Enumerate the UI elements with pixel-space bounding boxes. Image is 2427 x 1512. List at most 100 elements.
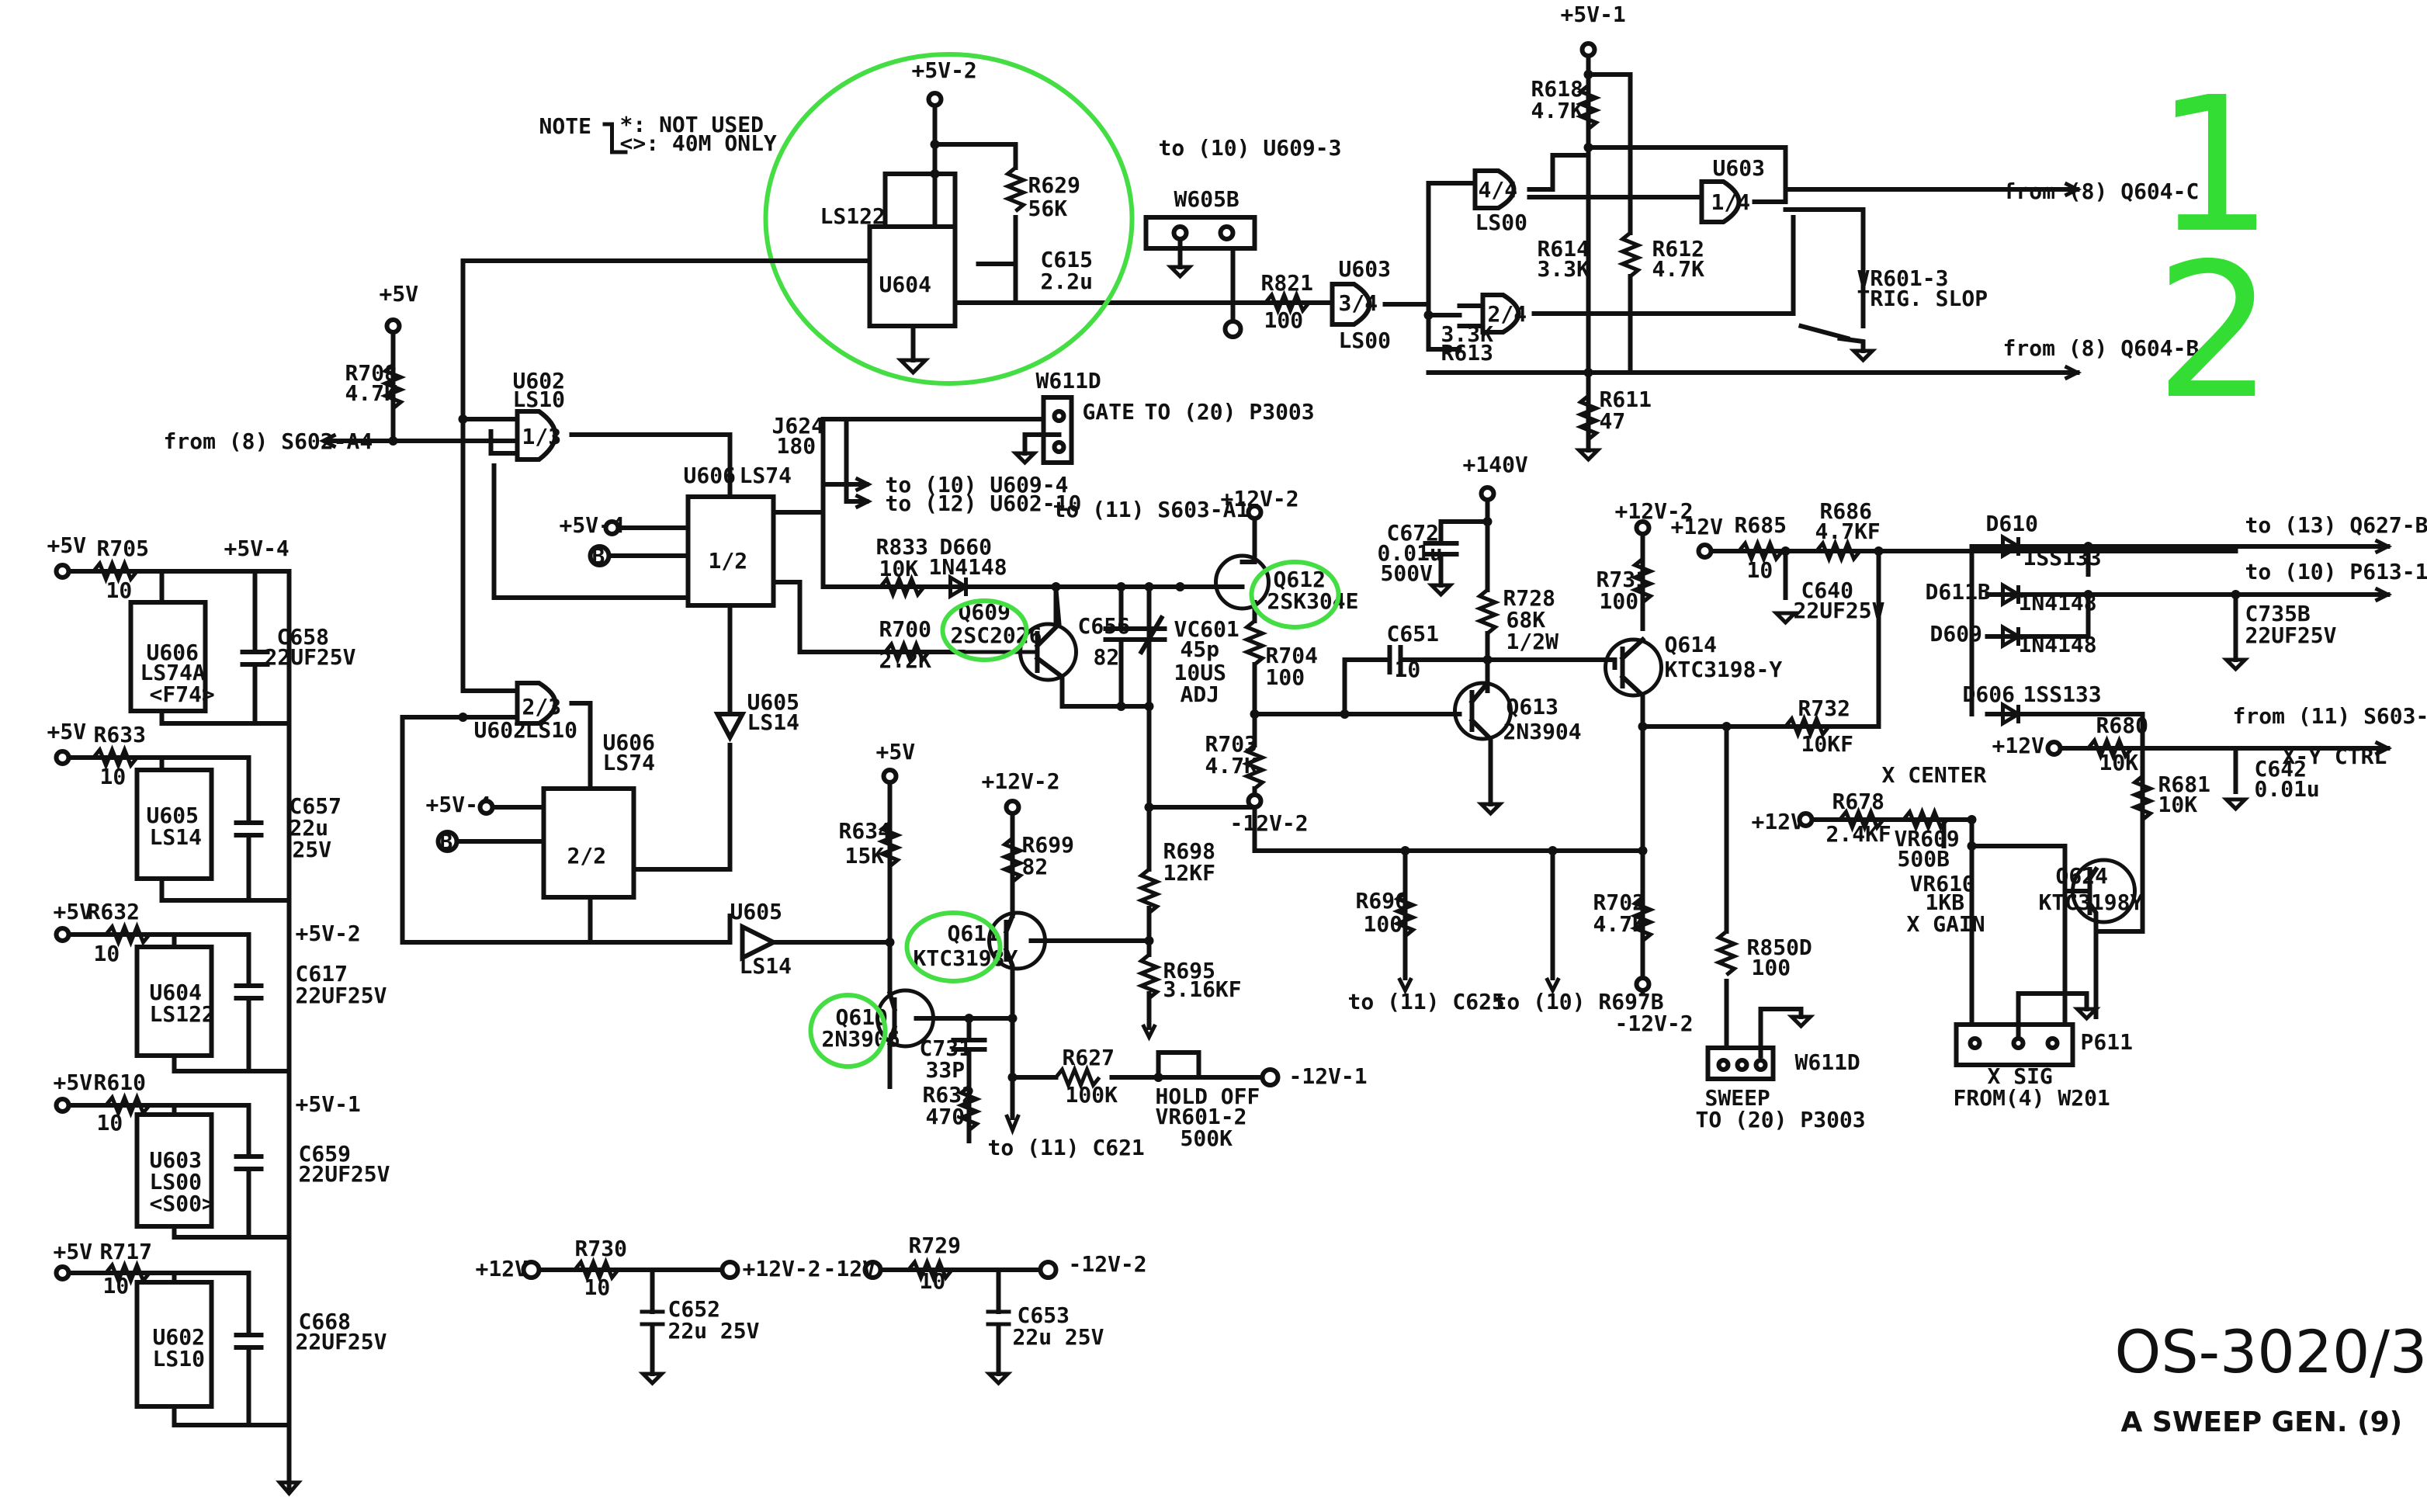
svg-text:R618: R618 <box>1531 76 1583 102</box>
svg-text:TO (20) P3003: TO (20) P3003 <box>1145 399 1315 425</box>
svg-text:VR601-2: VR601-2 <box>1156 1104 1247 1129</box>
svg-text:1N4148: 1N4148 <box>2019 632 2097 657</box>
svg-text:4.7K: 4.7K <box>345 380 398 406</box>
svg-text:KTC3198-Y: KTC3198-Y <box>1665 657 1783 682</box>
svg-text:+140V: +140V <box>1463 452 1528 477</box>
svg-text:22UF25V: 22UF25V <box>2245 622 2337 648</box>
svg-text:<S00>: <S00> <box>150 1191 215 1216</box>
svg-text:R611: R611 <box>1600 387 1652 412</box>
svg-text:P611: P611 <box>2081 1029 2133 1055</box>
svg-text:R708: R708 <box>345 360 397 386</box>
label-p5v2: +5V-2 <box>912 57 977 83</box>
svg-text:R850D: R850D <box>1747 935 1812 960</box>
svg-text:from (8) Q604-B: from (8) Q604-B <box>2003 335 2200 361</box>
svg-text:C617: C617 <box>296 961 348 987</box>
svg-text:D611B: D611B <box>1926 579 1991 605</box>
svg-text:100: 100 <box>1266 664 1305 690</box>
svg-text:3.3K: 3.3K <box>1441 321 1494 347</box>
svg-text:GATE: GATE <box>1083 399 1135 425</box>
svg-text:U604: U604 <box>150 980 202 1005</box>
svg-text:U602: U602 <box>513 368 565 394</box>
svg-text:10: 10 <box>920 1268 946 1294</box>
svg-text:D610: D610 <box>1986 511 2038 536</box>
svg-text:C615: C615 <box>1041 247 1093 272</box>
svg-text:22u 25V: 22u 25V <box>1013 1324 1104 1350</box>
svg-text:1/2: 1/2 <box>709 548 748 574</box>
svg-text:VC601: VC601 <box>1174 616 1240 642</box>
svg-text:R717: R717 <box>100 1239 152 1264</box>
svg-text:+12V: +12V <box>1671 514 1724 539</box>
svg-text:Q614: Q614 <box>1665 632 1717 657</box>
svg-text:470: 470 <box>926 1104 966 1129</box>
svg-text:10: 10 <box>103 1273 130 1299</box>
svg-text:+5V: +5V <box>54 1070 93 1095</box>
section-title: A SWEEP GEN. (9) <box>2121 1406 2403 1438</box>
svg-text:100: 100 <box>1752 955 1791 980</box>
u606-power-box <box>128 600 208 713</box>
svg-text:100: 100 <box>1600 588 1639 614</box>
svg-text:LS122: LS122 <box>150 1001 215 1027</box>
svg-text:2.2u: 2.2u <box>1041 269 1093 294</box>
u604-power-box <box>134 945 214 1058</box>
svg-text:C640: C640 <box>1801 577 1853 603</box>
model-title: OS-3020/3040 <box>2115 1317 2427 1386</box>
svg-text:VR609: VR609 <box>1895 826 1960 851</box>
svg-text:10K: 10K <box>879 556 919 581</box>
svg-text:FROM(4) W201: FROM(4) W201 <box>1954 1085 2110 1111</box>
svg-text:C659: C659 <box>299 1141 351 1167</box>
u602-u606-logic: +5V R708 4.7K from (8) S602-A4 1/3 U602 … <box>164 258 1315 979</box>
svg-text:LS74: LS74 <box>603 750 655 775</box>
svg-text:R700: R700 <box>879 616 931 642</box>
label-u604: U604 <box>879 272 931 297</box>
svg-text:C653: C653 <box>1018 1302 1070 1328</box>
svg-text:-12V-1: -12V-1 <box>1289 1063 1368 1089</box>
svg-text:C657: C657 <box>290 793 342 819</box>
svg-text:C642: C642 <box>2255 756 2307 782</box>
svg-text:+12V-2: +12V-2 <box>1221 486 1299 512</box>
svg-text:TO (20) P3003: TO (20) P3003 <box>1696 1107 1866 1132</box>
note-line2: <>: 40M ONLY <box>620 130 777 156</box>
u604-ls122: +5V-2 LS122 U604 R629 56K C615 2.2u <box>763 52 1229 386</box>
svg-text:R695: R695 <box>1163 958 1215 983</box>
svg-text:180: 180 <box>777 433 817 459</box>
svg-text:to (10) U609-3: to (10) U609-3 <box>1159 135 1342 161</box>
svg-text:10: 10 <box>1747 557 1773 583</box>
svg-text:R730: R730 <box>575 1236 627 1261</box>
svg-text:0.01u: 0.01u <box>2255 776 2320 802</box>
svg-text:47: 47 <box>1600 408 1626 434</box>
svg-text:Q624: Q624 <box>2056 863 2108 889</box>
svg-text:to (10) P613-1: to (10) P613-1 <box>2245 559 2427 584</box>
svg-text:LS00: LS00 <box>1475 210 1527 235</box>
gate-1of4 <box>1699 179 1742 224</box>
svg-text:LS74: LS74 <box>740 463 792 488</box>
svg-text:4.7K: 4.7K <box>1531 98 1584 123</box>
svg-text:U605: U605 <box>747 689 799 715</box>
svg-text:to (10) U609-4: to (10) U609-4 <box>886 472 1069 498</box>
svg-text:from (11) S603-A2: from (11) S603-A2 <box>2233 703 2427 729</box>
svg-text:25V: 25V <box>293 837 332 862</box>
svg-text:+5V-4: +5V-4 <box>224 536 290 561</box>
svg-text:2SK304E: 2SK304E <box>1267 588 1359 614</box>
svg-text:+12V: +12V <box>476 1256 529 1281</box>
svg-text:R705: R705 <box>97 536 149 561</box>
svg-text:+5V-1: +5V-1 <box>296 1091 361 1117</box>
svg-text:U606: U606 <box>684 463 736 488</box>
w611d-gate <box>1041 395 1074 465</box>
svg-text:D606: D606 <box>1963 681 2015 707</box>
svg-text:+5V: +5V <box>54 899 93 924</box>
svg-text:15K: 15K <box>845 843 885 869</box>
svg-text:C656: C656 <box>1078 613 1130 639</box>
svg-text:LS10: LS10 <box>513 387 565 412</box>
gate-4of4 <box>1472 168 1517 210</box>
svg-text:Q612: Q612 <box>1274 567 1326 592</box>
svg-text:-12V-2: -12V-2 <box>1069 1251 1147 1277</box>
svg-text:from (8) Q604-C: from (8) Q604-C <box>2003 179 2200 204</box>
svg-text:R685: R685 <box>1735 512 1787 538</box>
svg-text:U602: U602 <box>153 1324 205 1350</box>
svg-text:R613: R613 <box>1441 340 1493 366</box>
svg-text:C652: C652 <box>668 1296 720 1322</box>
title-block: OS-3020/3040 A SWEEP GEN. (9) <box>2115 1317 2427 1438</box>
svg-text:+12V: +12V <box>1752 809 1805 834</box>
svg-text:X SIG: X SIG <box>1988 1063 2053 1089</box>
svg-text:LS14: LS14 <box>740 953 792 979</box>
